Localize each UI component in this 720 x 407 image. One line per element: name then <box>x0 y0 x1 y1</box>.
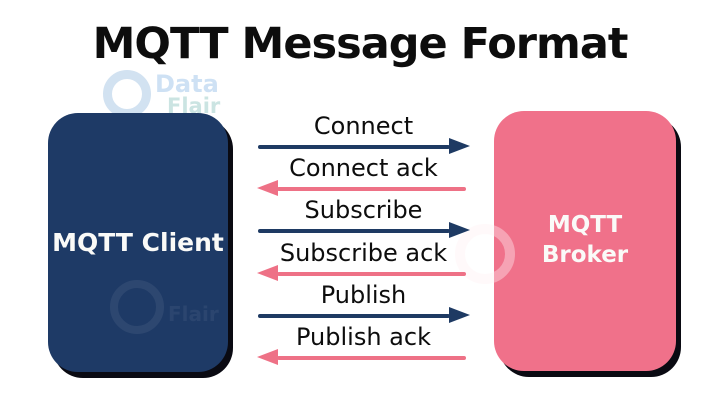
watermark-text-data: Data <box>155 70 219 98</box>
message-row-publish: Publish <box>257 281 470 323</box>
message-row-subscribe: Subscribe <box>257 196 470 238</box>
mqtt-broker-box: MQTT Broker <box>494 111 676 371</box>
message-label: Connect <box>313 112 414 140</box>
arrow-left-icon <box>257 180 470 196</box>
arrow-left-icon <box>257 349 470 365</box>
message-row-connect: Connect <box>257 112 470 154</box>
arrow-right-icon <box>257 307 470 323</box>
message-label: Publish <box>320 281 407 309</box>
message-row-connect-ack: Connect ack <box>257 154 470 196</box>
arrow-left-icon <box>257 265 470 281</box>
message-label: Connect ack <box>289 154 438 182</box>
mqtt-client-box: MQTT Client <box>48 113 228 372</box>
mqtt-broker-label-line2: Broker <box>541 242 629 268</box>
message-label: Subscribe ack <box>279 239 448 267</box>
page-title: MQTT Message Format <box>92 19 629 69</box>
message-row-publish-ack: Publish ack <box>257 323 470 365</box>
mqtt-broker-label-line1: MQTT <box>547 212 623 239</box>
dataflair-logo-icon <box>103 70 151 118</box>
message-label: Publish ack <box>296 323 431 351</box>
arrow-right-icon <box>257 222 470 238</box>
mqtt-client-label: MQTT Client <box>52 228 224 257</box>
message-sequence: Connect Connect ack Subscribe Subscribe … <box>257 112 470 374</box>
arrow-right-icon <box>257 138 470 154</box>
message-label: Subscribe <box>304 196 423 224</box>
message-row-subscribe-ack: Subscribe ack <box>257 239 470 281</box>
